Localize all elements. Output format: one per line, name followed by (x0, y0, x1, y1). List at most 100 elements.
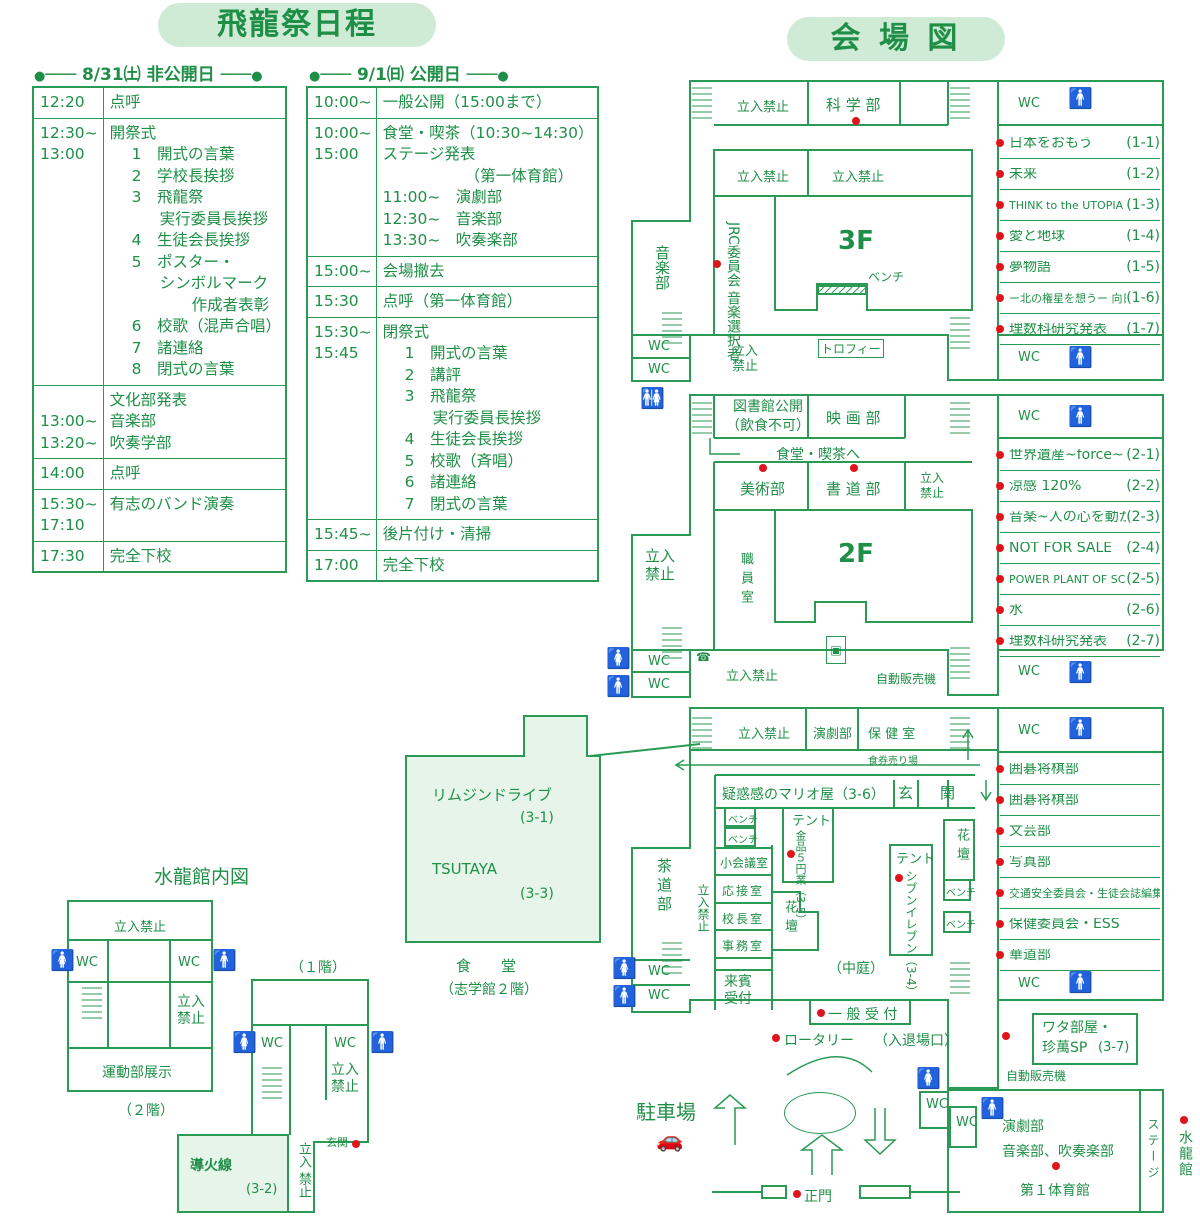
suiryukan-sports: 運動部展示 (102, 1065, 172, 1081)
exhibit-name: 涼感 120% (1009, 479, 1082, 493)
f1-wc-a: WC (648, 964, 670, 979)
f3-trophy: トロフィー (818, 339, 884, 358)
schedule-line: 会場撤去 (382, 261, 445, 280)
schedule-time: 17:00 (307, 549, 377, 581)
fountain-icon (784, 1092, 856, 1134)
marker-wata (1002, 1032, 1010, 1040)
schedule-content: 有志のバンド演奏 (103, 488, 286, 541)
f1-food-stall: 食券売り場 (868, 756, 918, 767)
schedule-line: 6 諸連絡 (404, 473, 477, 491)
f2-wc-left1: WC (648, 654, 670, 669)
exhibit-item: 涼感 120% (2-2) (996, 471, 1160, 502)
exhibit-name: THINK to the UTOPIA (1009, 198, 1124, 212)
exhibit-marker (996, 325, 1004, 333)
schedule-line: 3 飛龍祭 (404, 387, 477, 405)
schedule-content: 会場撤去 (376, 255, 599, 287)
schedule-line: 7 閉式の言葉 (404, 494, 508, 513)
marker-suiryukan (1180, 1116, 1188, 1124)
f2-library: 図書館公開（飲食不可） (726, 399, 810, 434)
schedule-content: 点呼（第一体育館） (376, 286, 599, 317)
f1-wata-code: (3-7) (1098, 1040, 1130, 1055)
schedule-row: 10:00~一般公開（15:00まで） (307, 87, 598, 118)
person-icon: 🚹 (1068, 404, 1093, 428)
exhibit-marker (996, 544, 1004, 552)
exhibit-marker (996, 858, 1004, 866)
exhibit-marker (996, 765, 1004, 773)
f1-principal: 校長室 (722, 912, 765, 926)
exhibit-code: (1-3) (1126, 197, 1160, 213)
f1-general-reception: 一 般 受 付 (828, 1007, 898, 1023)
f1-wc-e: WC (956, 1115, 978, 1130)
suiryukan-fuse-code: (3-2) (246, 1182, 278, 1197)
marker-art (759, 464, 767, 472)
suiryukan-no-entry2: 立入 禁止 (177, 994, 205, 1027)
cafeteria-tsutaya-code: (3-3) (520, 886, 554, 902)
exhibit-marker (996, 575, 1004, 583)
marker-main-gate (793, 1190, 801, 1198)
f2-exhibit-list: 世界遺産~force~(2-1)涼感 120%(2-2)音楽~人の心を動かすか~… (996, 440, 1160, 657)
marker-science (852, 117, 860, 125)
exhibit-marker (996, 294, 1004, 302)
f1-drama: 演劇部 (813, 727, 853, 742)
f1-small-meeting: 小会議室 (720, 856, 769, 870)
person-icon: 🚹 (606, 674, 631, 698)
schedule-line: ステージ発表 (382, 145, 476, 163)
schedule-line: 2 学校長挨拶 (131, 166, 235, 185)
f3-no-entry-c: 立入禁止 (832, 170, 885, 185)
person-icon: 🚺 (606, 646, 631, 670)
suiryukan-wc2: WC (178, 955, 200, 970)
exhibit-item: 未来(1-2) (996, 159, 1160, 190)
gym-stage: ステージ (1146, 1118, 1160, 1182)
f1-entrance: 玄 関 (898, 784, 962, 802)
f1-wc-d: WC (926, 1097, 948, 1112)
exhibit-name: 未来 (1009, 167, 1037, 181)
f1-wc-c: WC (1018, 976, 1040, 991)
schedule-line: 点呼 (109, 93, 141, 111)
marker-rotary (772, 1034, 780, 1042)
exhibit-name: 理数科研究発表 (1009, 634, 1107, 648)
person-icon: 🚹 (370, 1030, 395, 1054)
exhibit-item: 囲碁将棋部 (996, 754, 1160, 785)
exhibit-item: 愛と地球(1-4) (996, 221, 1160, 252)
f3-floor-label: 3F (838, 226, 874, 256)
f1-main-gate: 正門 (804, 1189, 832, 1205)
person-icon: 🚹 (212, 948, 237, 972)
exhibit-name: 音楽~人の心を動かすか~ (1009, 510, 1127, 524)
exhibit-item: 理数科研究発表(1-7) (996, 314, 1160, 345)
exhibit-marker (996, 637, 1004, 645)
gym-name: 第１体育館 (1020, 1183, 1090, 1199)
f3-bench: ベンチ (868, 270, 905, 284)
f1-office: 事務室 (722, 939, 765, 953)
suiryukan-wc3: WC (261, 1036, 283, 1051)
gym-drama: 演劇部 (1002, 1119, 1044, 1135)
schedule-line: 1 開式の言葉 (404, 344, 508, 362)
schedule-line: 完全下校 (382, 555, 445, 574)
f2-calligraphy-club: 書 道 部 (826, 480, 881, 498)
schedule-content: 点呼 (103, 87, 286, 118)
schedule-time: 15:30 (307, 286, 377, 317)
schedule-line: 有志のバンド演奏 (109, 494, 235, 513)
cafeteria-rimjin: リムジンドライブ (432, 786, 553, 804)
f1-bench2: ベンチ (728, 835, 758, 846)
exhibit-code: (1-1) (1126, 135, 1160, 151)
map-title: 会 場 図 (787, 17, 1005, 61)
f1-exhibit-list: 囲碁将棋部囲碁将棋部文芸部写真部交通安全委員会・生徒会誌編集委員会保健委員会・E… (996, 754, 1160, 971)
exhibit-marker (996, 482, 1004, 490)
schedule-content: 文化部発表音楽部吹奏学部 (103, 384, 286, 459)
exhibit-marker (996, 170, 1004, 178)
exhibit-item: 日本をおもう(1-1) (996, 128, 1160, 159)
marker-calligraphy (850, 464, 858, 472)
schedule-row: 13:00~ 13:20~文化部発表音楽部吹奏学部 (33, 384, 286, 459)
exhibit-code: (2-2) (1126, 478, 1160, 494)
person-icon: 🚹 (1068, 86, 1093, 110)
f1-tent2-body: シブンイレブン（3-4） (904, 870, 918, 998)
schedule-time: 14:00 (33, 458, 104, 489)
exhibit-item: POWER PLANT OF SCIENCE ~科学の発電所~(2-5) (996, 564, 1160, 595)
